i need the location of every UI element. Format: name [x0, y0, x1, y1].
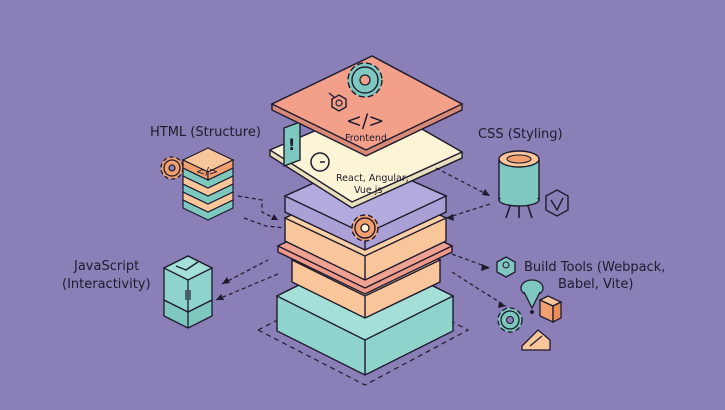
- clock-icon: [310, 152, 330, 172]
- alert-symbol: !: [288, 135, 295, 154]
- build-gear-icon: [497, 307, 523, 333]
- js-label-line2: (Interactivity): [62, 277, 151, 292]
- html-label: HTML (Structure): [150, 125, 261, 140]
- frameworks-label-line1: React, Angular,: [336, 173, 409, 184]
- js-cube-icon: [162, 255, 214, 329]
- arrowheads: [216, 189, 506, 308]
- top-gear-icon: [347, 62, 383, 98]
- html-code-symbol: </>: [196, 165, 218, 178]
- code-symbol-top: </>: [346, 110, 384, 132]
- frontend-label: Frontend: [345, 133, 387, 144]
- build-tools-label-line2: Babel, Vite): [558, 277, 633, 292]
- vite-icon: [521, 329, 551, 351]
- layer-frontend: [270, 55, 464, 157]
- base-dashed-outline: [256, 275, 470, 386]
- css-label: CSS (Styling): [478, 127, 563, 142]
- css-cylinder-icon: [498, 150, 540, 219]
- alert-icon: !: [283, 120, 301, 168]
- html-gear-icon: [160, 156, 184, 180]
- build-tools-label-line1: Build Tools (Webpack,: [524, 260, 665, 275]
- build-box-icon: [496, 256, 516, 278]
- gear-icon: [351, 214, 379, 242]
- html-stack-icon: [181, 147, 235, 221]
- frameworks-label-line2: Vue.js: [354, 185, 382, 196]
- vue-hexagon-icon: [545, 189, 569, 217]
- babel-icon: [538, 295, 563, 324]
- connectors: [215, 167, 507, 307]
- rotate-icon: [328, 92, 347, 112]
- js-label-line1: JavaScript: [73, 259, 139, 274]
- funnel-icon: [520, 279, 544, 314]
